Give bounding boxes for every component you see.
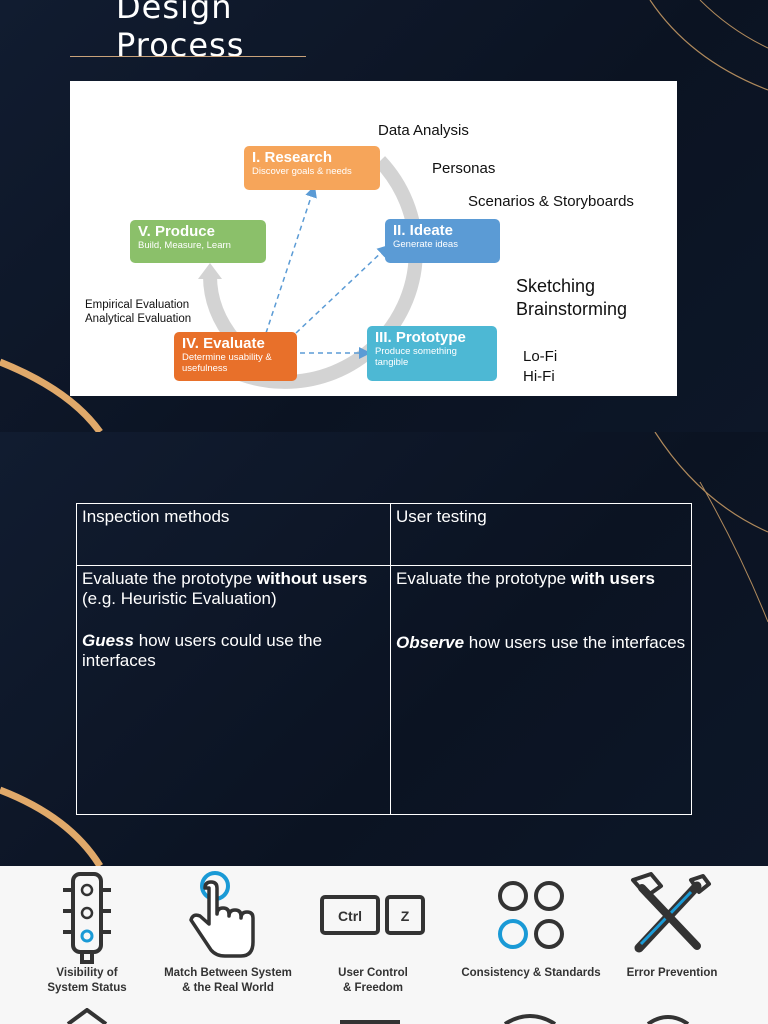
text: how users use the interfaces (464, 633, 686, 652)
design-cycle-diagram: I. Research Discover goals & needs II. I… (70, 81, 677, 396)
header-inspection-methods: Inspection methods (76, 503, 391, 566)
emphasis: with users (570, 569, 655, 588)
ctrl-key-label: Ctrl (338, 908, 362, 924)
label-lofi: Lo-Fi (523, 348, 558, 365)
step-ideate: II. Ideate Generate ideas (385, 219, 500, 263)
heuristic-consistency: Consistency & Standards (456, 866, 606, 979)
label-data-analysis: Data Analysis (378, 122, 469, 139)
step-title: V. Produce (138, 223, 215, 240)
traffic-light-icon (63, 872, 111, 964)
label-line: System Status (47, 982, 127, 994)
heuristic-visibility: Visibility of System Status (12, 866, 162, 994)
step-desc: Produce something tangible (375, 346, 457, 368)
circles-grid-icon (498, 881, 564, 949)
label-empirical-evaluation: Empirical Evaluation (85, 299, 190, 311)
title-underline (70, 56, 306, 57)
heuristic-error-prevention: Error Prevention (597, 866, 747, 979)
next-row-icons-partial (66, 1008, 690, 1024)
step-desc: Discover goals & needs (252, 166, 352, 177)
heuristic-label: Error Prevention (597, 966, 747, 981)
label-hifi: Hi-Fi (523, 368, 555, 385)
design-process-slide: Design Process I. Research Discover goal… (0, 0, 768, 432)
step-desc: Determine usability & usefulness (182, 352, 272, 374)
step-title: III. Prototype (375, 329, 466, 346)
crossed-tools-icon (631, 872, 711, 953)
heuristic-label: Match Between System & the Real World (153, 966, 303, 996)
table-row: Evaluate the prototype without users (e.… (76, 565, 692, 815)
label-analytical-evaluation: Analytical Evaluation (85, 313, 192, 325)
step-desc: Build, Measure, Learn (138, 240, 231, 251)
text: how users could use the interfaces (82, 631, 323, 670)
cell-user-testing-description: Evaluate the prototype with users Observ… (390, 565, 692, 815)
heuristic-label: User Control & Freedom (298, 966, 448, 996)
step-desc: Generate ideas (393, 239, 458, 250)
text: Evaluate the prototype (396, 569, 571, 588)
label-line: User Control (338, 967, 408, 979)
label-line: Consistency & Standards (461, 967, 601, 979)
step-title: IV. Evaluate (182, 335, 265, 352)
slide-title: Design Process (116, 0, 244, 64)
text: (e.g. Heuristic Evaluation) (82, 589, 277, 608)
cell-inspection-description: Evaluate the prototype without users (e.… (76, 565, 391, 815)
text: Evaluate the prototype (82, 569, 257, 588)
pointing-hand-icon (189, 871, 255, 958)
emphasis: Observe (396, 633, 465, 652)
title-line-2: Process (116, 26, 245, 64)
step-produce: V. Produce Build, Measure, Learn (130, 220, 266, 263)
label-line: Match Between System (164, 967, 292, 979)
step-prototype: III. Prototype Produce something tangibl… (367, 326, 497, 381)
header-user-testing: User testing (390, 503, 692, 566)
comparison-table: Inspection methods User testing Evaluate… (76, 503, 692, 815)
emphasis: Guess (82, 631, 134, 650)
label-line: Error Prevention (626, 967, 718, 979)
usability-heuristics-slide: Visibility of System Status Match Betwee… (0, 866, 768, 1024)
decorative-arcs (0, 0, 768, 432)
ctrl-z-keys-icon: Ctrl Z (320, 895, 425, 935)
label-line: & Freedom (342, 982, 404, 994)
label-sketching: Sketching (516, 276, 596, 296)
label-brainstorming: Brainstorming (516, 299, 628, 319)
heuristic-match: Match Between System & the Real World (153, 866, 303, 994)
step-evaluate: IV. Evaluate Determine usability & usefu… (174, 332, 297, 381)
heuristic-label: Consistency & Standards (456, 966, 606, 981)
evaluation-methods-slide: Inspection methods User testing Evaluate… (0, 432, 768, 866)
label-line: & the Real World (182, 982, 274, 994)
title-line-1: Design (116, 0, 233, 26)
emphasis: without users (256, 569, 368, 588)
decorative-arcs (0, 432, 768, 866)
label-scenarios: Scenarios & Storyboards (468, 193, 634, 210)
z-key-label: Z (401, 908, 410, 924)
step-title: II. Ideate (393, 222, 454, 239)
step-title: I. Research (252, 149, 333, 166)
table-row: Inspection methods User testing (76, 503, 692, 566)
heuristic-user-control: Ctrl Z User Control & Freedom (298, 866, 448, 994)
label-line: Visibility of (56, 967, 118, 979)
step-research: I. Research Discover goals & needs (244, 146, 380, 190)
heuristic-label: Visibility of System Status (12, 966, 162, 996)
label-personas: Personas (432, 160, 496, 177)
